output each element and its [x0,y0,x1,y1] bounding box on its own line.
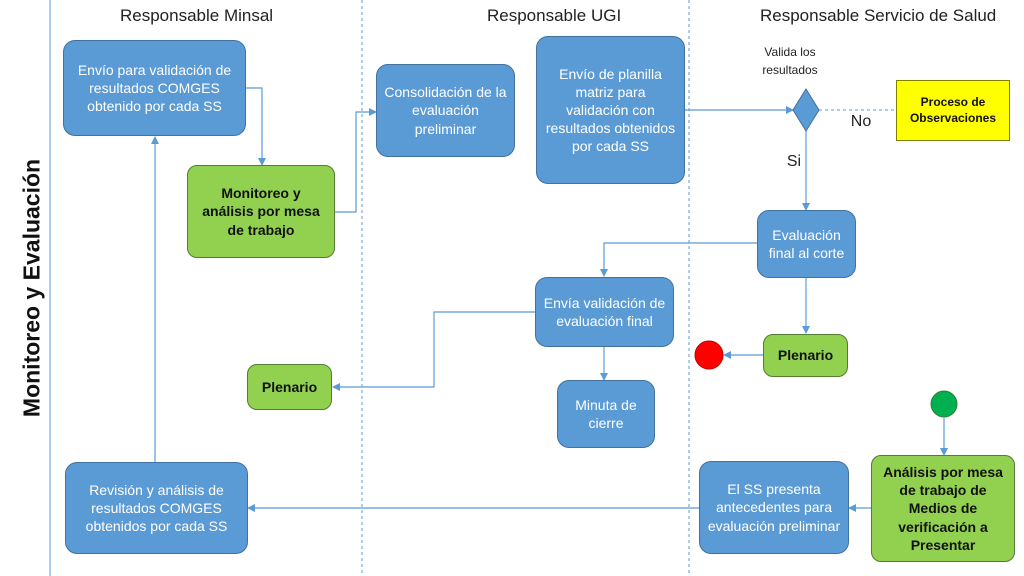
label-no: No [850,113,872,130]
node-envio-validacion: Envío para validación de resultados COMG… [63,40,246,136]
arrow-envia-to-plenario-minsal [332,311,535,391]
decision-label: Valida los resultados [762,45,818,77]
arrow-evaluacion-to-envia [600,242,757,277]
lane-title-minsal: Responsable Minsal [120,6,274,25]
node-envia-validacion-final: Envía validación de evaluación final [535,277,674,347]
node-plenario-minsal: Plenario [247,364,332,410]
node-revision: Revisión y análisis de resultados COMGES… [65,462,248,554]
node-minuta: Minuta de cierre [557,380,655,448]
start-circle [930,390,958,418]
node-monitoreo: Monitoreo y análisis por mesa de trabajo [187,165,335,258]
vertical-title: Monitoreo y Evaluación [18,158,45,418]
lane-title-ss: Responsable Servicio de Salud [760,6,997,25]
node-proceso-observaciones: Proceso de Observaciones [896,80,1010,141]
node-evaluacion-final: Evaluación final al corte [757,210,856,278]
node-envio-planilla: Envío de planilla matriz para validación… [536,36,685,184]
label-si: Si [786,153,802,170]
node-plenario-ss: Plenario [763,334,848,377]
node-ss-presenta: El SS presenta antecedentes para evaluac… [699,461,849,554]
lane-title-ugi: Responsable UGI [487,6,622,25]
decision-diamond [792,88,820,132]
node-consolidacion: Consolidación de la evaluación prelimina… [376,64,515,157]
arrow-envio-to-monitoreo [246,87,266,166]
arrow-monitoreo-to-consolidacion [335,108,377,213]
node-analisis-mesa: Análisis por mesa de trabajo de Medios d… [871,455,1015,562]
end-circle [694,340,724,370]
